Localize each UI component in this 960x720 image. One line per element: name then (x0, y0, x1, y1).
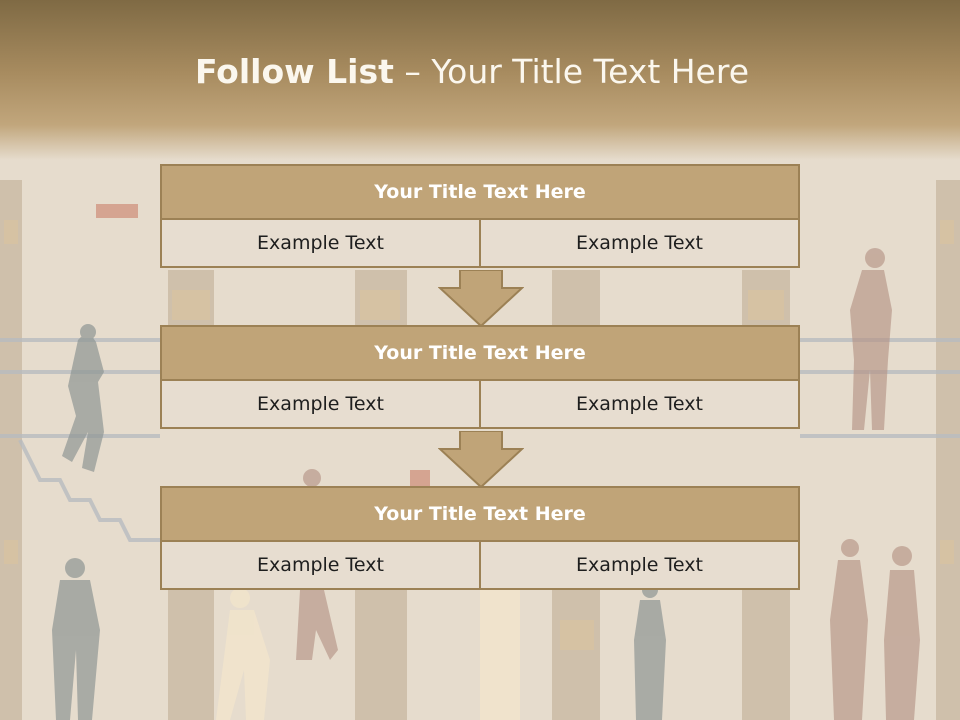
block-row: Example Text Example Text (160, 540, 800, 590)
block-row: Example Text Example Text (160, 379, 800, 429)
block-cell-left: Example Text (160, 379, 481, 429)
block-heading: Your Title Text Here (160, 325, 800, 381)
list-block-3: Your Title Text Here Example Text Exampl… (160, 486, 800, 590)
block-row: Example Text Example Text (160, 218, 800, 268)
list-block-2: Your Title Text Here Example Text Exampl… (160, 325, 800, 429)
block-heading: Your Title Text Here (160, 486, 800, 542)
down-arrow-icon (438, 431, 524, 489)
slide-title: Follow List – Your Title Text Here (0, 52, 944, 91)
title-band (0, 0, 960, 160)
block-cell-left: Example Text (160, 218, 481, 268)
block-cell-left: Example Text (160, 540, 481, 590)
block-cell-right: Example Text (479, 218, 800, 268)
down-arrow-icon (438, 270, 524, 328)
list-block-1: Your Title Text Here Example Text Exampl… (160, 164, 800, 268)
block-heading: Your Title Text Here (160, 164, 800, 220)
block-cell-right: Example Text (479, 379, 800, 429)
slide-title-sub: – Your Title Text Here (404, 52, 750, 91)
slide-title-main: Follow List (194, 52, 394, 91)
block-cell-right: Example Text (479, 540, 800, 590)
